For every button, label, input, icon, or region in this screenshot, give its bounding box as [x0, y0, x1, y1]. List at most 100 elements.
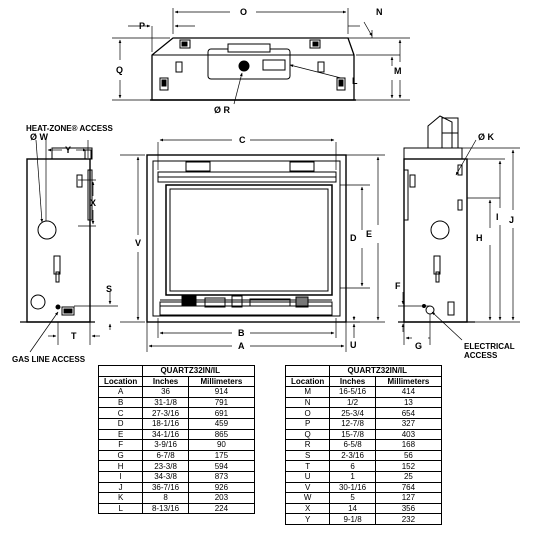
- label-p: P: [139, 21, 145, 31]
- cell-mm: 691: [187, 407, 256, 419]
- cell-location: H: [97, 460, 144, 472]
- right-knockout: [430, 220, 450, 240]
- cell-mm: 232: [374, 513, 443, 525]
- top-view: [150, 37, 356, 101]
- cell-location: U: [284, 470, 331, 483]
- top-view-dimensions: [112, 8, 410, 105]
- label-a: A: [238, 341, 245, 351]
- cell-location: S: [284, 449, 331, 462]
- cell-location: Y: [284, 513, 331, 525]
- table-right-col-mm: Millimeters: [374, 375, 443, 388]
- cell-inches: 1: [329, 470, 376, 483]
- cell-inches: 6-7/8: [142, 449, 189, 462]
- left-side-body: [26, 158, 91, 323]
- cell-inches: 25-3/4: [329, 407, 376, 419]
- table-right-blank-header: [284, 365, 331, 377]
- cell-inches: 8-13/16: [142, 502, 189, 515]
- table-left-blank-header: [97, 365, 144, 377]
- gas-line-access-label: GAS LINE ACCESS: [12, 355, 86, 364]
- cell-inches: 3-9/16: [142, 439, 189, 451]
- cell-inches: 16-5/16: [329, 386, 376, 398]
- cell-mm: 152: [374, 460, 443, 472]
- cell-location: V: [284, 481, 331, 494]
- cell-location: L: [97, 502, 144, 515]
- access-annotations: HEAT-ZONE® ACCESS GAS LINE ACCESS ELECTR…: [12, 124, 515, 364]
- cell-mm: 13: [374, 396, 443, 409]
- label-s: S: [106, 284, 112, 294]
- heat-zone-access-label: HEAT-ZONE® ACCESS: [26, 124, 113, 133]
- cell-mm: 127: [374, 492, 443, 504]
- right-side-dimensions: [398, 139, 520, 345]
- cell-inches: 15-7/8: [329, 428, 376, 441]
- cell-inches: 6-5/8: [329, 439, 376, 451]
- label-r: Ø R: [214, 105, 231, 115]
- dimension-table-right: QUARTZ32IN/IL Location Inches Millimeter…: [284, 365, 443, 525]
- cell-mm: 224: [187, 502, 256, 515]
- cell-mm: 168: [374, 439, 443, 451]
- vent-collar: [427, 115, 453, 149]
- cell-inches: 6: [329, 460, 376, 472]
- table-left-col-location: Location: [97, 375, 144, 388]
- flue-collar: [238, 60, 250, 72]
- right-side-body: [403, 158, 468, 323]
- cell-inches: 27-3/16: [142, 407, 189, 419]
- table-left-model-header: QUARTZ32IN/IL: [142, 365, 255, 377]
- label-u: U: [350, 340, 357, 350]
- electrical-access-label-2: ACCESS: [464, 351, 498, 360]
- cell-inches: 12-7/8: [329, 417, 376, 430]
- cell-mm: 459: [187, 417, 256, 430]
- cell-mm: 175: [187, 449, 256, 462]
- firebox-opening: [165, 184, 333, 296]
- cell-mm: 873: [187, 470, 256, 483]
- table-right-col-location: Location: [284, 375, 331, 388]
- cell-inches: 34-1/16: [142, 428, 189, 441]
- front-outer-frame: [146, 154, 347, 323]
- cell-location: A: [97, 386, 144, 398]
- cell-location: B: [97, 396, 144, 409]
- label-x: X: [90, 198, 96, 208]
- label-o: O: [240, 7, 247, 17]
- label-q: Q: [116, 65, 123, 75]
- cell-inches: 2-3/16: [329, 449, 376, 462]
- label-k: Ø K: [478, 132, 495, 142]
- cell-inches: 30-1/16: [329, 481, 376, 494]
- label-y: Y: [65, 145, 71, 155]
- cell-inches: 14: [329, 502, 376, 515]
- left-side-dimensions: [29, 139, 118, 353]
- label-h: H: [476, 233, 483, 243]
- cell-inches: 18-1/16: [142, 417, 189, 430]
- label-j: J: [509, 215, 514, 225]
- dimension-labels: O P N Q M L Ø R C D E V B A U Ø W Y X S …: [30, 7, 514, 351]
- cell-inches: 36-7/16: [142, 481, 189, 494]
- cell-mm: 203: [187, 492, 256, 504]
- label-b: B: [238, 328, 245, 338]
- cell-inches: 31-1/8: [142, 396, 189, 409]
- label-v: V: [135, 238, 141, 248]
- cell-location: T: [284, 460, 331, 472]
- label-g: G: [415, 341, 422, 351]
- cell-location: D: [97, 417, 144, 430]
- cell-mm: 56: [374, 449, 443, 462]
- cell-mm: 926: [187, 481, 256, 494]
- cell-inches: 34-3/8: [142, 470, 189, 483]
- electrical-access-label-1: ELECTRICAL: [464, 342, 515, 351]
- cell-mm: 791: [187, 396, 256, 409]
- label-c: C: [239, 135, 246, 145]
- cell-location: I: [97, 470, 144, 483]
